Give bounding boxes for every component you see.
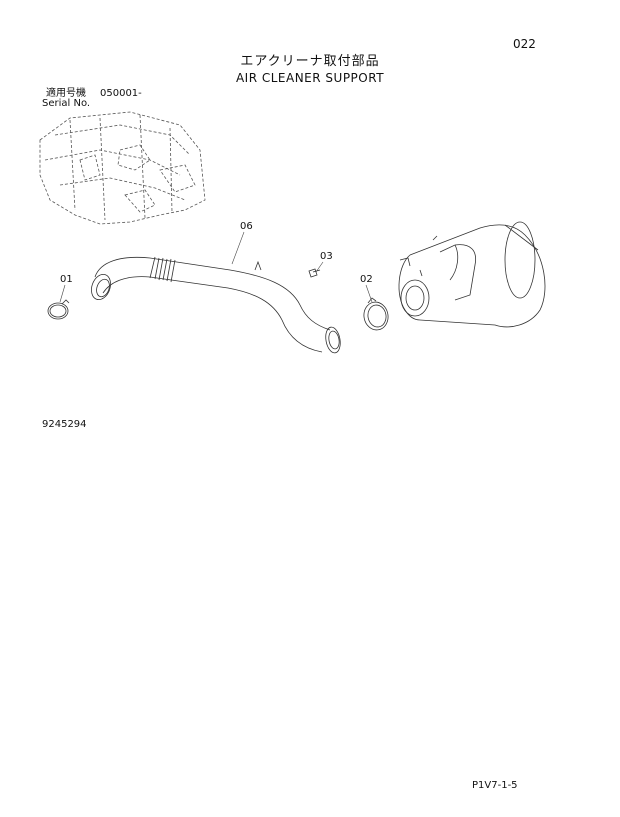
- callout-02: 02: [360, 274, 373, 285]
- part-03-bolt: [308, 268, 321, 278]
- engine-reference-drawing: [39, 111, 206, 225]
- drawing-number: 9245294: [42, 419, 87, 430]
- page-number: 022: [513, 37, 536, 51]
- title-japanese: エアクリーナ取付部品: [240, 54, 380, 69]
- serial-label-english: Serial No.: [42, 98, 91, 109]
- callout-06: 06: [240, 221, 253, 232]
- part-01-clamp: [47, 299, 70, 320]
- leader-lines: [59, 231, 373, 303]
- title-english: AIR CLEANER SUPPORT: [235, 71, 385, 85]
- part-06-hose: [91, 256, 341, 354]
- serial-number-value: 050001-: [100, 88, 142, 99]
- callout-03: 03: [320, 251, 333, 262]
- air-cleaner-assembly: [398, 221, 546, 328]
- part-02-clamp: [363, 297, 389, 331]
- serial-label-japanese: 適用号機: [46, 88, 86, 99]
- footer-page-code: P1V7-1-5: [472, 780, 518, 791]
- callout-01: 01: [60, 274, 73, 285]
